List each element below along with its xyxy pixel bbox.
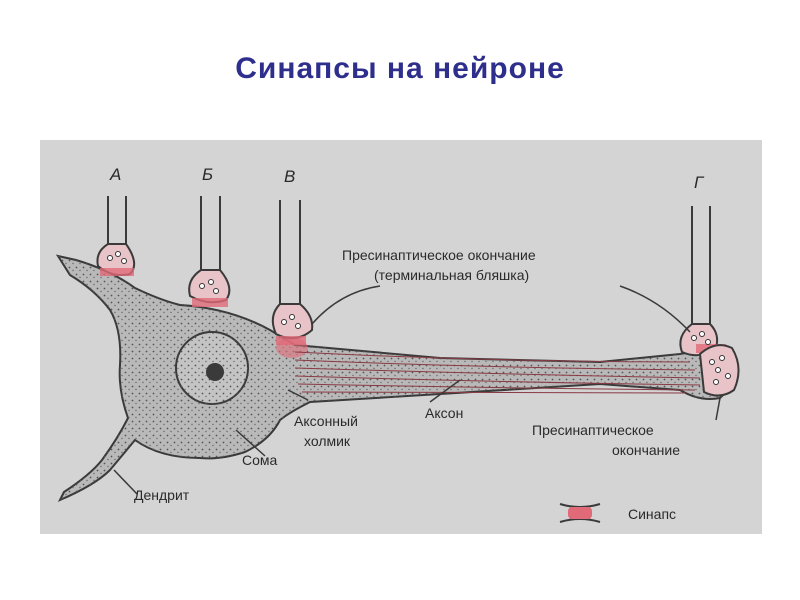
label-presynaptic-terminal-1: Пресинаптическое окончание bbox=[342, 247, 536, 263]
legend-synapse-label: Синапс bbox=[628, 506, 676, 522]
label-letter-v: В bbox=[284, 167, 295, 186]
legend: Синапс bbox=[560, 504, 676, 522]
neuron-diagram: А Б В Г Пресинаптическое окончание (терм… bbox=[40, 140, 762, 534]
label-letter-b: Б bbox=[202, 165, 213, 184]
nucleus bbox=[176, 332, 248, 404]
label-letter-a: А bbox=[109, 165, 121, 184]
label-dendrite: Дендрит bbox=[134, 487, 190, 503]
label-axon-hillock-2: холмик bbox=[304, 433, 351, 449]
terminal-b bbox=[189, 196, 229, 307]
label-axon: Аксон bbox=[425, 405, 463, 421]
neuron-svg: А Б В Г Пресинаптическое окончание (терм… bbox=[40, 140, 762, 534]
terminal-g bbox=[680, 206, 726, 355]
synapse-legend-icon bbox=[560, 504, 600, 522]
label-soma: Сома bbox=[242, 452, 278, 468]
label-letter-g: Г bbox=[694, 173, 705, 192]
label-axon-hillock-1: Аксонный bbox=[294, 413, 358, 429]
slide-title: Синапсы на нейроне bbox=[0, 52, 800, 86]
label-presynaptic-ending-1: Пресинаптическое bbox=[532, 422, 654, 438]
neuron-body bbox=[58, 256, 733, 500]
label-presynaptic-terminal-2: (терминальная бляшка) bbox=[374, 267, 529, 283]
axon-ending bbox=[700, 345, 739, 395]
label-presynaptic-ending-2: окончание bbox=[612, 442, 680, 458]
terminal-a bbox=[97, 196, 134, 276]
terminal-v bbox=[273, 200, 312, 345]
